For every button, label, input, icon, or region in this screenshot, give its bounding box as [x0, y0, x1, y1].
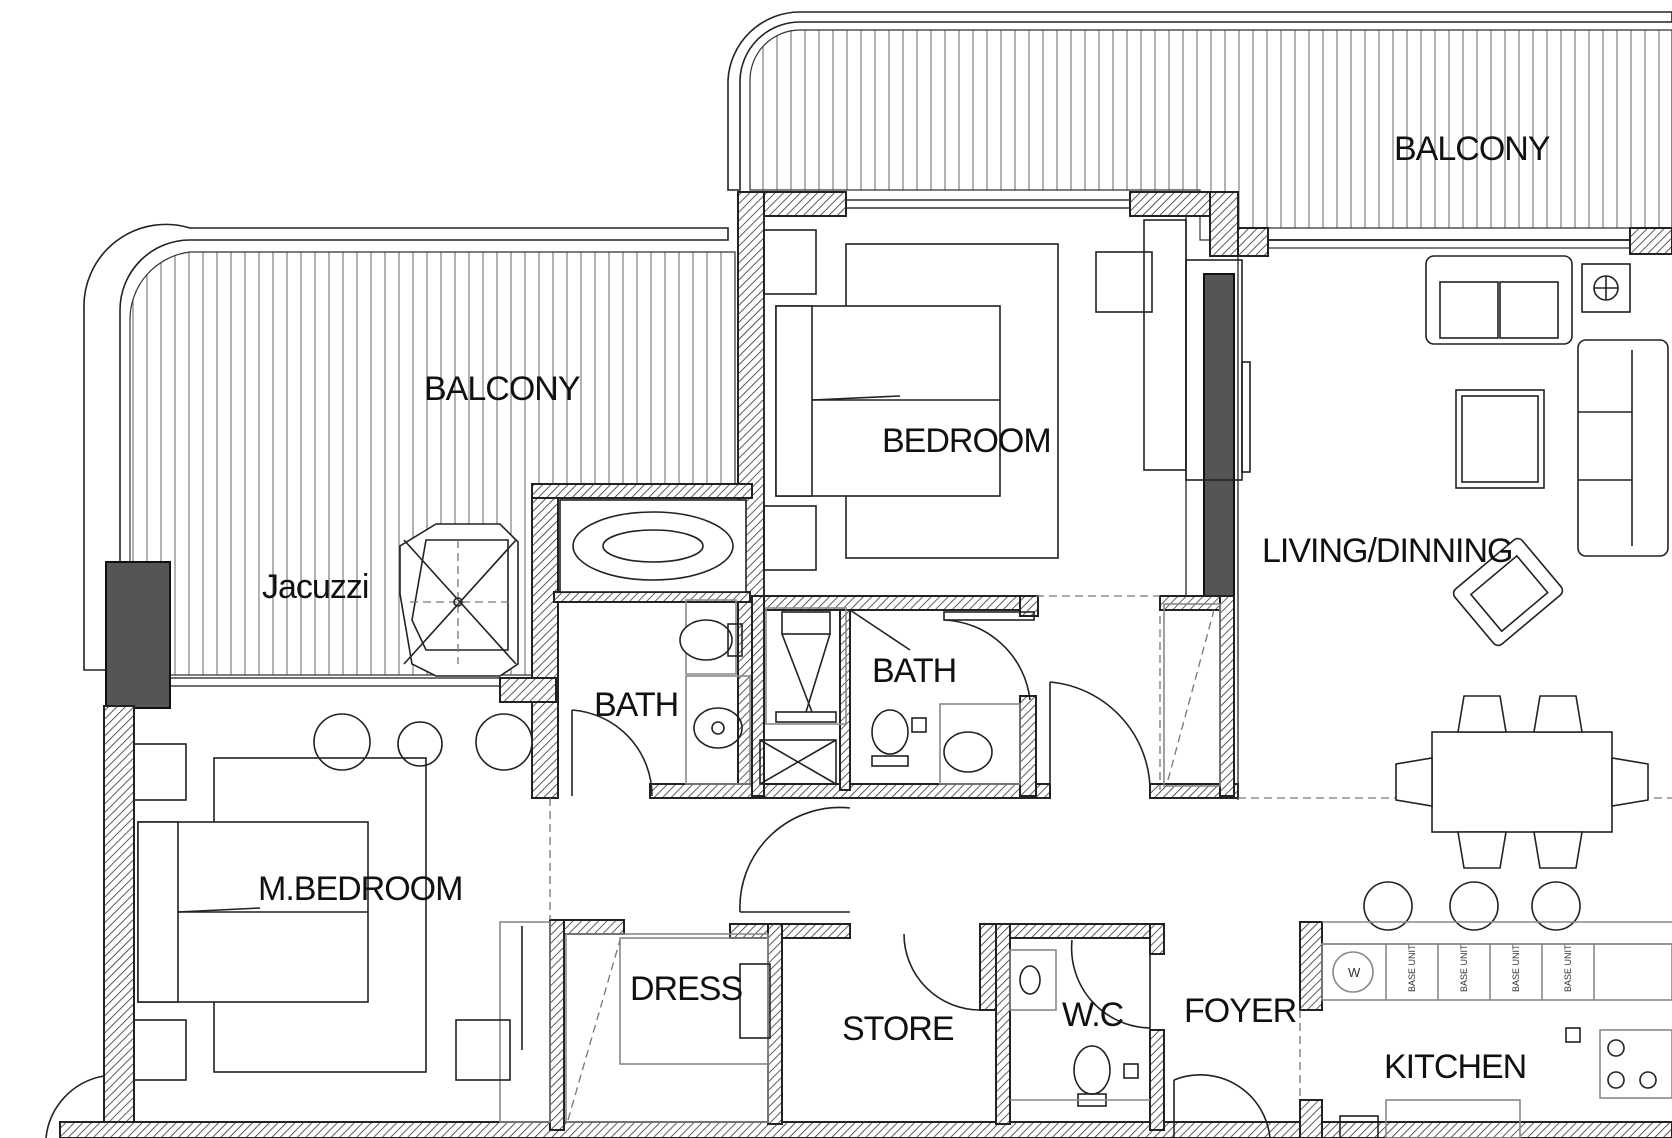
- master-bedroom-furniture: [133, 713, 551, 1123]
- column-center: [1203, 273, 1235, 597]
- living-dining-label: LIVING/DINNING: [1262, 532, 1512, 570]
- bedroom-label: BEDROOM: [882, 422, 1051, 460]
- jacuzzi-label: Jacuzzi: [262, 568, 368, 606]
- bedroom-furniture: [763, 219, 1251, 571]
- doors: [45, 611, 1271, 1138]
- dress-label: DRESS: [630, 970, 742, 1008]
- base-unit-label-3: BASE UNIT: [1511, 944, 1521, 992]
- room-labels: BALCONY BALCONY BEDROOM LIVING/DINNING J…: [258, 130, 1551, 1086]
- bath-right-label: BATH: [872, 652, 956, 690]
- kitchen-furniture: W BASE UNIT BASE UNIT BASE UNIT BASE UNI…: [1321, 881, 1672, 1138]
- foyer-label: FOYER: [1184, 992, 1296, 1030]
- column-left: [105, 561, 171, 709]
- washer-label: W: [1348, 965, 1361, 980]
- living-furniture: [1395, 255, 1669, 869]
- wc-label: W.C: [1062, 996, 1124, 1034]
- dress-wc-fixtures: [565, 603, 1221, 1123]
- kitchen-label: KITCHEN: [1384, 1048, 1526, 1086]
- bath-left-label: BATH: [594, 686, 678, 724]
- master-bedroom-label: M.BEDROOM: [258, 870, 462, 908]
- base-unit-label-2: BASE UNIT: [1459, 944, 1469, 992]
- jacuzzi-fixture: [399, 523, 519, 677]
- balcony-top-label: BALCONY: [1394, 130, 1550, 168]
- base-unit-label-4: BASE UNIT: [1563, 944, 1573, 992]
- base-unit-label-1: BASE UNIT: [1407, 944, 1417, 992]
- balcony-left-label: BALCONY: [424, 370, 580, 408]
- store-label: STORE: [842, 1010, 954, 1048]
- bath-fixtures: [559, 499, 1021, 785]
- balcony-top-area: [727, 11, 1672, 249]
- balcony-left-area: [83, 223, 736, 687]
